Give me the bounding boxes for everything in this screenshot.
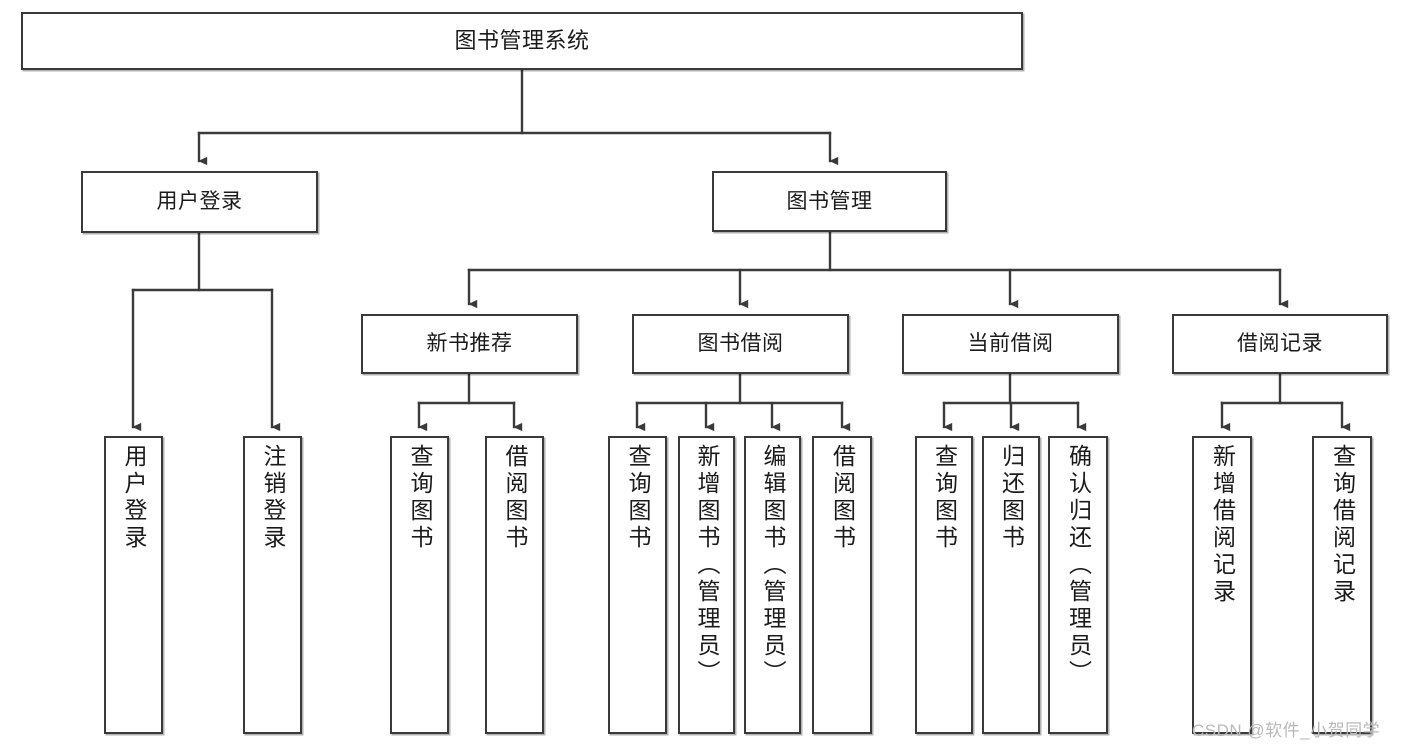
leaf-borrow-record-add[interactable]: 新增借阅记录: [1192, 436, 1252, 734]
node-current-borrow[interactable]: 当前借阅: [902, 314, 1119, 374]
leaf-current-borrow-return[interactable]: 归还图书: [982, 436, 1040, 734]
node-label: 查询图书: [931, 444, 958, 552]
leaf-current-borrow-confirm[interactable]: 确认归还（管理员）: [1048, 436, 1108, 734]
node-label: 借阅记录: [1237, 332, 1323, 356]
node-label: 用户登录: [121, 444, 147, 552]
node-label: 归还图书: [998, 444, 1025, 552]
node-label: 查询借阅记录: [1329, 444, 1356, 606]
node-label: 新书推荐: [426, 332, 513, 356]
node-book-borrow[interactable]: 图书借阅: [632, 314, 849, 374]
leaf-user-login-logout[interactable]: 注销登录: [243, 436, 302, 734]
node-label: 查询图书: [625, 444, 651, 552]
leaf-book-borrow-edit[interactable]: 编辑图书（管理员）: [744, 436, 801, 734]
node-user-login[interactable]: 用户登录: [81, 171, 318, 233]
node-label: 新增借阅记录: [1209, 444, 1236, 606]
node-label: 查询图书: [407, 444, 433, 552]
node-label: 确认归还（管理员）: [1065, 444, 1092, 687]
node-label: 注销登录: [260, 444, 286, 552]
node-label: 用户登录: [156, 190, 243, 214]
node-label: 图书管理: [786, 189, 873, 213]
node-root-system[interactable]: 图书管理系统: [21, 12, 1023, 70]
node-label: 新增图书（管理员）: [694, 444, 720, 687]
leaf-current-borrow-query[interactable]: 查询图书: [915, 436, 973, 734]
leaf-borrow-record-query[interactable]: 查询借阅记录: [1312, 436, 1372, 734]
node-label: 图书管理系统: [454, 27, 590, 53]
node-borrow-record[interactable]: 借阅记录: [1172, 314, 1388, 374]
node-label: 编辑图书（管理员）: [760, 444, 786, 687]
leaf-new-book-query[interactable]: 查询图书: [390, 436, 449, 734]
node-new-book-recommend[interactable]: 新书推荐: [361, 314, 578, 374]
node-label: 借阅图书: [829, 444, 856, 552]
node-label: 图书借阅: [697, 332, 784, 356]
leaf-new-book-borrow[interactable]: 借阅图书: [485, 436, 544, 734]
node-book-management[interactable]: 图书管理: [712, 171, 947, 232]
leaf-user-login-login[interactable]: 用户登录: [104, 436, 163, 734]
node-label: 当前借阅: [967, 332, 1054, 356]
leaf-book-borrow-borrow[interactable]: 借阅图书: [812, 436, 872, 734]
leaf-book-borrow-add[interactable]: 新增图书（管理员）: [678, 436, 735, 734]
leaf-book-borrow-query[interactable]: 查询图书: [608, 436, 667, 734]
watermark-csdn: CSDN @软件_小贺同学: [1192, 721, 1381, 740]
node-label: 借阅图书: [502, 444, 528, 552]
